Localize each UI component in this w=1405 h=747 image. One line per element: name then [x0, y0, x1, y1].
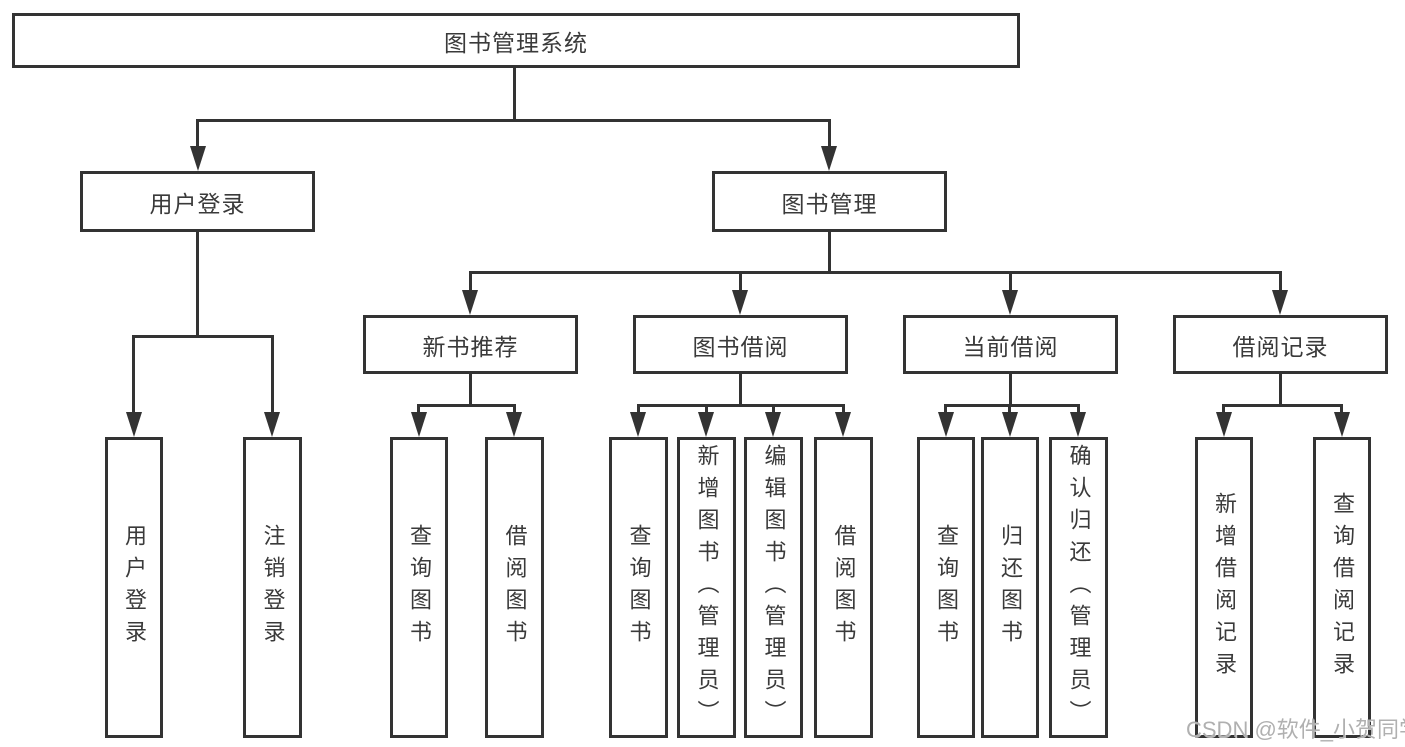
node-book-mgmt-label: 图书管理 — [781, 190, 878, 217]
arrowhead-down-icon — [506, 412, 522, 437]
arrowhead-down-icon — [1272, 290, 1288, 315]
node-user-login: 用户登录 — [80, 171, 315, 232]
connector-line — [196, 232, 199, 338]
leaf-borrow-query-books-label: 查询图书 — [626, 523, 652, 652]
connector-line — [944, 404, 1080, 407]
leaf-return-books-label: 归还图书 — [998, 523, 1023, 652]
connector-line — [132, 335, 135, 415]
node-borrow-records-label: 借阅记录 — [1232, 333, 1329, 360]
connector-line — [469, 271, 1282, 274]
connector-line — [1340, 404, 1343, 417]
leaf-add-borrow-record: 新增借阅记录 — [1195, 437, 1253, 738]
arrowhead-down-icon — [190, 146, 206, 171]
leaf-borrow-books-label: 借阅图书 — [831, 523, 857, 652]
connector-line — [132, 335, 274, 338]
connector-line — [637, 404, 640, 417]
arrowhead-down-icon — [732, 290, 748, 315]
leaf-add-books-admin: 新增图书（管理员） — [677, 437, 736, 738]
node-root: 图书管理系统 — [12, 13, 1020, 68]
leaf-user-login-label: 用户登录 — [122, 523, 147, 652]
leaf-confirm-return-admin-label: 确认归还（管理员） — [1066, 443, 1092, 732]
node-borrow-records: 借阅记录 — [1173, 315, 1388, 374]
leaf-new-query-books: 查询图书 — [390, 437, 448, 738]
connector-line — [417, 404, 516, 407]
arrowhead-down-icon — [411, 412, 427, 437]
connector-line — [513, 404, 516, 417]
leaf-current-query-books-label: 查询图书 — [934, 523, 959, 652]
arrowhead-down-icon — [264, 412, 280, 437]
leaf-borrow-query-books: 查询图书 — [609, 437, 668, 738]
leaf-current-query-books: 查询图书 — [917, 437, 975, 738]
arrowhead-down-icon — [126, 412, 142, 437]
connector-line — [417, 404, 420, 417]
leaf-new-borrow-books-label: 借阅图书 — [502, 523, 528, 652]
node-new-books-label: 新书推荐 — [422, 333, 519, 360]
arrowhead-down-icon — [1002, 290, 1018, 315]
connector-line — [739, 271, 742, 295]
connector-line — [469, 374, 472, 407]
leaf-add-books-admin-label: 新增图书（管理员） — [694, 443, 720, 732]
leaf-new-borrow-books: 借阅图书 — [485, 437, 544, 738]
connector-line — [1008, 404, 1011, 417]
leaf-user-login: 用户登录 — [105, 437, 163, 738]
connector-line — [196, 119, 831, 122]
connector-line — [1009, 374, 1012, 407]
arrowhead-down-icon — [1334, 412, 1350, 437]
arrowhead-down-icon — [1002, 412, 1018, 437]
connector-line — [469, 271, 472, 295]
connector-line — [1222, 404, 1225, 417]
node-root-label: 图书管理系统 — [444, 29, 588, 56]
node-user-login-label: 用户登录 — [149, 190, 246, 217]
leaf-logout-label: 注销登录 — [260, 523, 286, 652]
leaf-add-borrow-record-label: 新增借阅记录 — [1212, 491, 1237, 684]
arrowhead-down-icon — [835, 412, 851, 437]
leaf-edit-books-admin-label: 编辑图书（管理员） — [761, 443, 787, 732]
connector-line — [772, 404, 775, 417]
leaf-query-borrow-record: 查询借阅记录 — [1313, 437, 1371, 738]
leaf-return-books: 归还图书 — [981, 437, 1039, 738]
leaf-edit-books-admin: 编辑图书（管理员） — [744, 437, 803, 738]
csdn-watermark: CSDN @软件_小贺同学 — [1186, 717, 1405, 742]
node-book-mgmt: 图书管理 — [712, 171, 947, 232]
arrowhead-down-icon — [698, 412, 714, 437]
connector-line — [513, 68, 516, 122]
node-book-borrow-label: 图书借阅 — [692, 333, 789, 360]
connector-line — [1279, 271, 1282, 295]
node-new-books: 新书推荐 — [363, 315, 578, 374]
leaf-logout: 注销登录 — [243, 437, 302, 738]
node-current-borrow-label: 当前借阅 — [962, 333, 1059, 360]
connector-line — [271, 335, 274, 415]
arrowhead-down-icon — [1070, 412, 1086, 437]
connector-line — [828, 119, 831, 151]
arrowhead-down-icon — [938, 412, 954, 437]
connector-line — [1077, 404, 1080, 417]
connector-line — [739, 374, 742, 407]
leaf-query-borrow-record-label: 查询借阅记录 — [1330, 491, 1355, 684]
connector-line — [1009, 271, 1012, 295]
connector-line — [842, 404, 845, 417]
node-book-borrow: 图书借阅 — [633, 315, 848, 374]
connector-line — [1279, 374, 1282, 407]
connector-line — [1222, 404, 1343, 407]
connector-line — [828, 232, 831, 273]
arrowhead-down-icon — [765, 412, 781, 437]
connector-line — [705, 404, 708, 417]
arrowhead-down-icon — [1216, 412, 1232, 437]
arrowhead-down-icon — [821, 146, 837, 171]
connector-line — [944, 404, 947, 417]
leaf-new-query-books-label: 查询图书 — [407, 523, 432, 652]
arrowhead-down-icon — [630, 412, 646, 437]
node-current-borrow: 当前借阅 — [903, 315, 1118, 374]
connector-line — [196, 119, 199, 151]
arrowhead-down-icon — [462, 290, 478, 315]
connector-line — [637, 404, 845, 407]
leaf-confirm-return-admin: 确认归还（管理员） — [1049, 437, 1108, 738]
leaf-borrow-books: 借阅图书 — [814, 437, 873, 738]
